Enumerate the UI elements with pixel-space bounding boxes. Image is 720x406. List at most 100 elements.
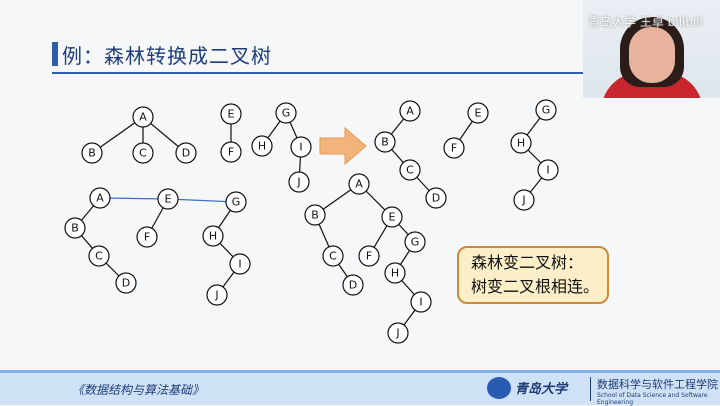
university-logo: 青岛大学 [487,375,587,401]
svg-text:D: D [122,277,130,290]
svg-text:D: D [182,147,190,160]
svg-text:B: B [88,147,96,160]
svg-text:I: I [238,258,241,271]
node-I: I [410,291,432,313]
node-H: H [202,225,224,247]
svg-text:G: G [282,107,291,120]
node-A: A [89,187,111,209]
node-A: A [348,173,370,195]
svg-text:J: J [521,194,525,207]
callout-line-1: 森林变二叉树： [471,253,584,272]
node-D: D [115,272,137,294]
node-F: F [136,226,158,248]
title-divider [52,72,592,74]
svg-text:F: F [451,142,457,155]
node-B: B [81,142,103,164]
binary-trees-top: A B C D E F G H I J [374,99,559,211]
svg-text:J: J [395,327,399,340]
node-H: H [384,262,406,284]
university-emblem-icon [487,377,511,399]
svg-text:A: A [406,105,414,118]
node-D: D [175,142,197,164]
svg-text:A: A [355,178,363,191]
footer-bar [0,370,720,405]
node-I: I [537,159,559,181]
svg-text:H: H [209,230,217,243]
svg-text:E: E [228,108,235,121]
svg-text:B: B [381,136,389,149]
node-E: E [467,102,489,124]
svg-text:C: C [95,250,103,263]
node-A: A [399,100,421,122]
svg-text:A: A [139,111,147,124]
svg-text:D: D [432,192,440,205]
svg-text:C: C [329,250,337,263]
svg-text:E: E [389,211,396,224]
footer-divider [0,370,720,373]
school-name-en: School of Data Science and Software Engi… [597,392,708,406]
rule-callout: 森林变二叉树： 树变二叉根相连。 [457,246,609,304]
node-E: E [157,188,179,210]
node-E: E [220,103,242,125]
final-binary-tree: A B C D E F G H I J [304,173,432,344]
presenter-face [629,27,675,83]
node-A: A [132,106,154,128]
svg-text:F: F [366,250,372,263]
svg-text:B: B [311,209,319,222]
svg-text:E: E [165,193,172,206]
svg-text:H: H [391,267,399,280]
node-C: C [88,245,110,267]
presenter-video [583,0,720,98]
node-G: G [404,231,426,253]
svg-text:C: C [406,164,414,177]
svg-text:B: B [71,222,79,235]
node-D: D [342,274,364,296]
svg-text:H: H [517,137,525,150]
node-J: J [288,171,310,193]
roots-linked: A B C D E F G H I J [64,187,251,306]
transform-arrow-icon [319,126,367,166]
node-G: G [535,99,557,121]
school-name-cn: 数据科学与软件工程学院 [597,378,718,391]
footer-separator [590,377,591,401]
svg-text:D: D [349,279,357,292]
slide-title: 例：森林转换成二叉树 [62,44,272,68]
university-name: 青岛大学 [515,382,568,397]
svg-text:G: G [542,104,551,117]
node-F: F [220,141,242,163]
node-D: D [425,187,447,209]
node-C: C [132,142,154,164]
svg-text:I: I [299,141,302,154]
svg-text:I: I [419,296,422,309]
node-I: I [290,136,312,158]
node-F: F [358,245,380,267]
node-F: F [443,137,465,159]
svg-text:C: C [139,147,147,160]
svg-text:G: G [411,236,420,249]
svg-text:E: E [475,107,482,120]
course-name: 《数据结构与算法基础》 [72,383,205,397]
node-I: I [229,253,251,275]
title-accent-bar [52,42,58,66]
callout-line-2: 树变二叉根相连。 [471,277,600,296]
node-G: G [225,191,247,213]
node-G: G [275,102,297,124]
svg-text:J: J [214,289,218,302]
node-H: H [510,132,532,154]
video-watermark: 青岛大学 王卓 bilibili [588,15,703,29]
node-J: J [387,322,409,344]
svg-text:A: A [96,192,104,205]
forest-top: A B C D E F G H I J [81,102,312,193]
node-J: J [206,284,228,306]
svg-text:G: G [232,196,241,209]
node-B: B [64,217,86,239]
svg-text:J: J [296,176,300,189]
svg-text:H: H [258,140,266,153]
node-B: B [304,204,326,226]
node-J: J [513,189,535,211]
svg-text:F: F [228,146,234,159]
node-C: C [399,159,421,181]
svg-text:F: F [144,231,150,244]
node-C: C [322,245,344,267]
